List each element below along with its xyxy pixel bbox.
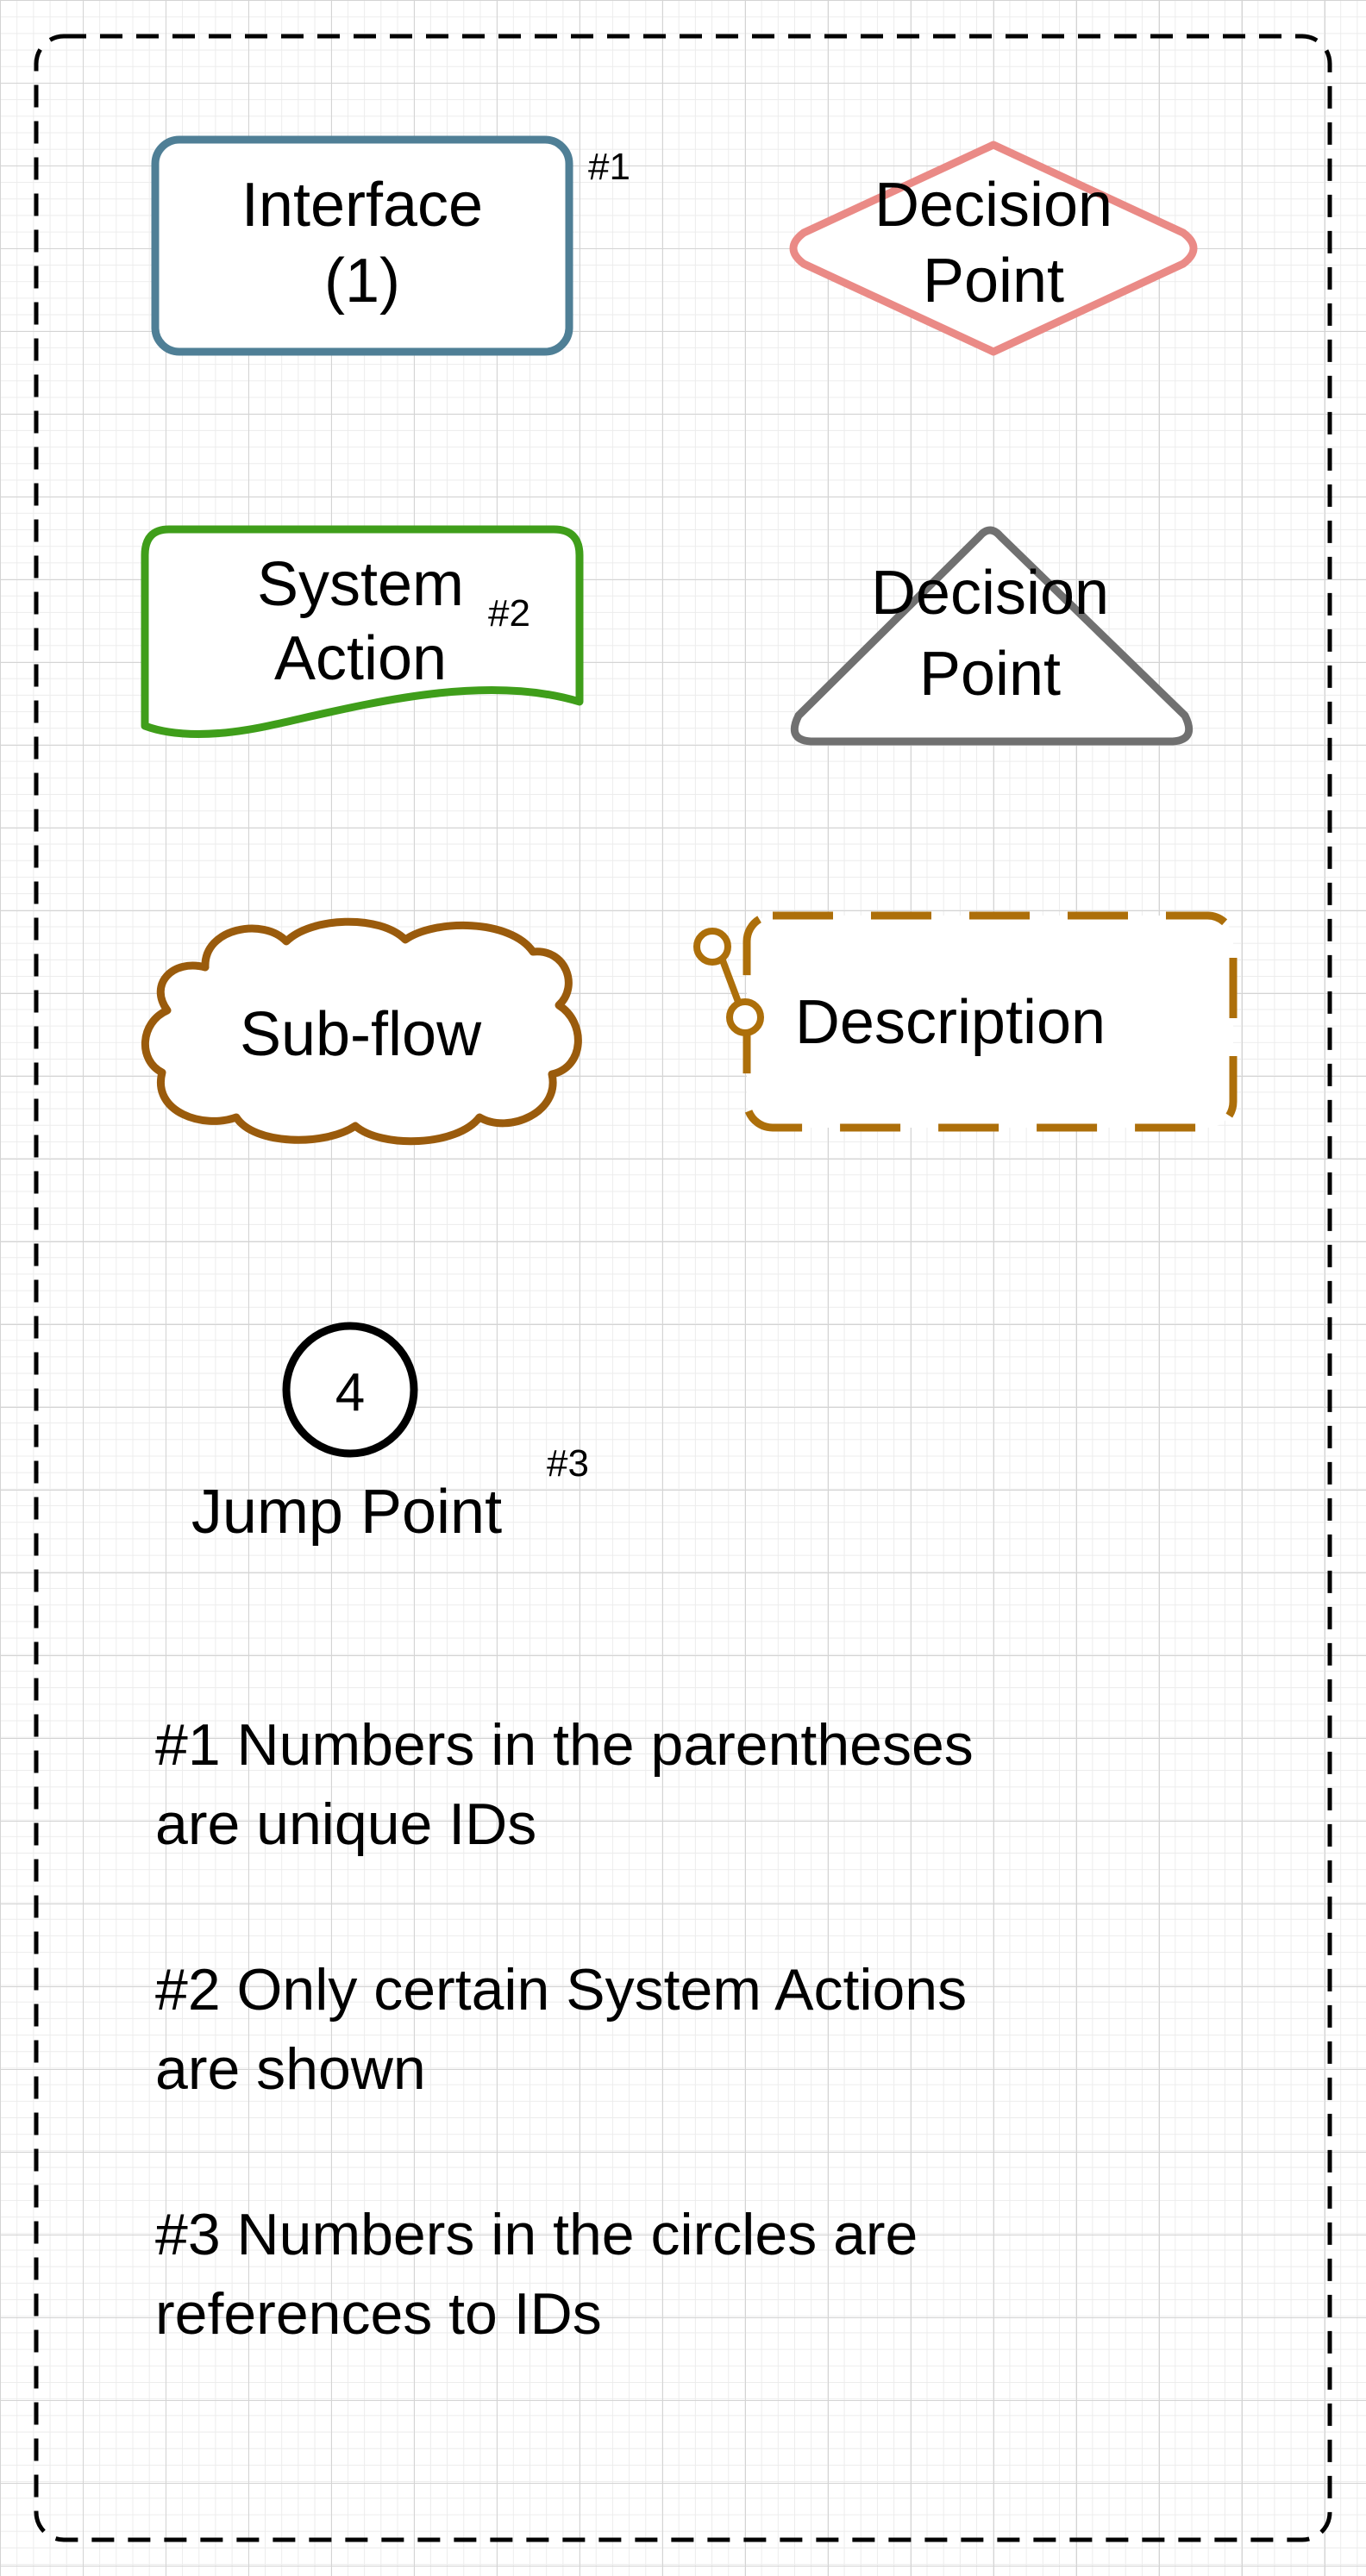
system-action-label-line2: Action xyxy=(274,624,447,693)
decision-point-diamond[interactable]: Decision Point xyxy=(789,141,1198,356)
interface-label-line1: Interface xyxy=(241,171,483,240)
jump-point-circle[interactable] xyxy=(282,1322,418,1458)
footnote-2-line1: #2 Only certain System Actions xyxy=(155,1957,968,2023)
interface-footnote-tag: #1 xyxy=(588,146,630,188)
subflow-label: Sub-flow xyxy=(240,1000,482,1069)
description-connector-handle-top[interactable] xyxy=(693,928,731,966)
description-shape[interactable]: Description xyxy=(693,911,1238,1132)
interface-label-line2: (1) xyxy=(324,247,400,316)
decision-triangle-label-line1: Decision xyxy=(871,559,1109,628)
description-label: Description xyxy=(795,988,1106,1057)
footnote-1-line2: are unique IDs xyxy=(155,1791,537,1857)
interface-shape[interactable]: Interface (1) xyxy=(151,135,573,356)
footnote-3: #3 Numbers in the circles are references… xyxy=(155,2195,1276,2354)
decision-point-triangle[interactable]: Decision Point xyxy=(790,526,1194,746)
subflow-cloud[interactable]: Sub-flow xyxy=(141,917,582,1146)
decision-triangle-label-line2: Point xyxy=(919,640,1061,709)
description-connector-handle-bottom[interactable] xyxy=(726,998,764,1036)
legend-container[interactable] xyxy=(34,34,1332,2542)
system-action-shape[interactable]: System Action #2 xyxy=(141,525,584,738)
footnote-2-line2: are shown xyxy=(155,2036,426,2102)
footnote-3-line1: #3 Numbers in the circles are xyxy=(155,2202,918,2267)
system-action-footnote-tag: #2 xyxy=(488,592,530,635)
footnote-3-line2: references to IDs xyxy=(155,2281,602,2347)
footnote-2: #2 Only certain System Actions are shown xyxy=(155,1950,1276,2109)
decision-diamond-label-line2: Point xyxy=(923,247,1064,316)
jump-point-label: Jump Point xyxy=(191,1478,502,1547)
jump-point-shape[interactable]: 4 Jump Point #3 xyxy=(191,1322,589,1547)
footnote-1-line1: #1 Numbers in the parentheses xyxy=(155,1712,974,1778)
decision-diamond-label-line1: Decision xyxy=(874,171,1112,240)
footnote-1: #1 Numbers in the parentheses are unique… xyxy=(155,1705,1276,1864)
system-action-label-line1: System xyxy=(257,550,464,619)
jump-point-footnote-tag: #3 xyxy=(547,1442,589,1485)
jump-point-number: 4 xyxy=(335,1363,365,1422)
